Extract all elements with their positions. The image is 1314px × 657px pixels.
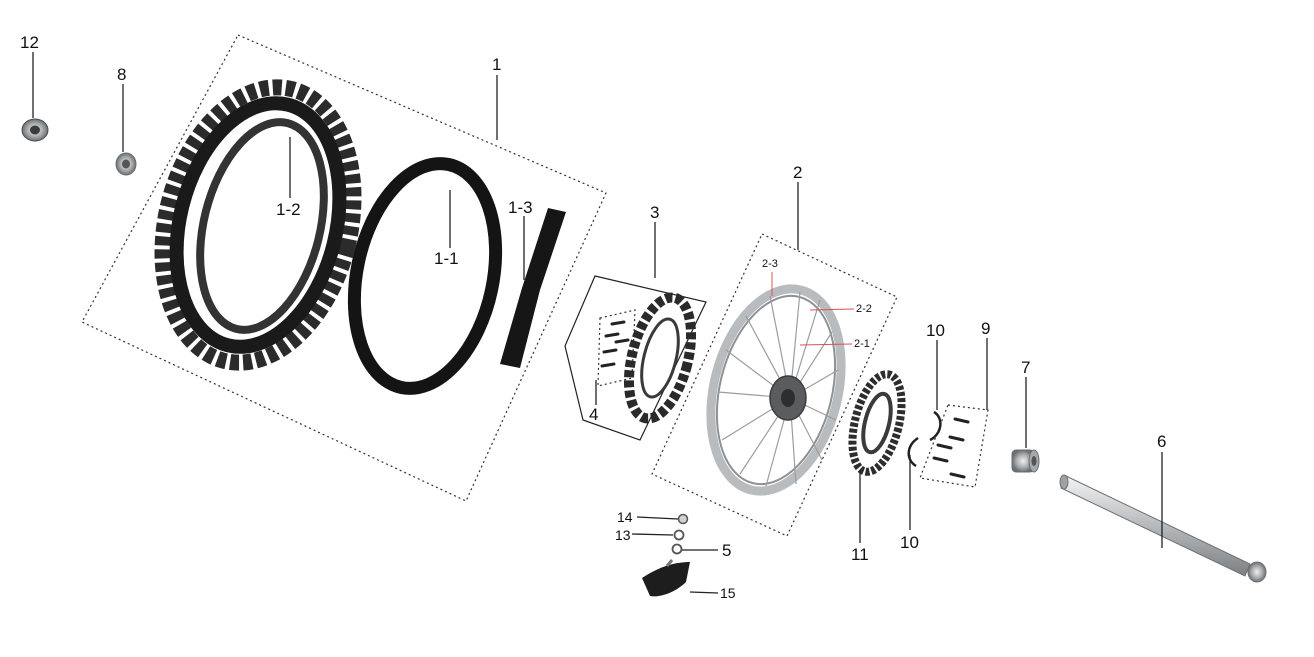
- circlip-part-10-lower: [907, 436, 919, 468]
- label-part-7: 7: [1021, 358, 1030, 377]
- part-labels: 12 8 1 1-2 1-1 1-3 3 4 2 2-3 2-2 2-1 10 …: [20, 33, 1166, 601]
- label-part-8: 8: [117, 65, 126, 84]
- spacer-part-8: [115, 152, 137, 176]
- label-part-12: 12: [20, 33, 39, 52]
- label-part-9: 9: [981, 319, 990, 338]
- label-part-3: 3: [650, 203, 659, 222]
- label-part-15: 15: [720, 585, 736, 601]
- axle-part-6: [1059, 474, 1267, 583]
- label-part-5: 5: [722, 541, 731, 560]
- leader-lines: [32, 52, 1163, 594]
- rim-lock-part-15: [642, 559, 690, 597]
- label-part-6: 6: [1157, 432, 1166, 451]
- tire-part-1-2: [154, 79, 362, 371]
- sprocket-part-11: [848, 370, 906, 476]
- spacer-part-7: [1011, 449, 1040, 473]
- group-box-9: [919, 404, 989, 488]
- valve-nut-part-14: [677, 513, 689, 525]
- label-part-10-lower: 10: [900, 533, 919, 552]
- axle-nut-part-12: [21, 118, 49, 142]
- sprocket-bolts-part-9: [932, 417, 970, 479]
- label-part-2: 2: [793, 163, 802, 182]
- spoked-wheel-part-2: [706, 284, 846, 496]
- valve-ring-part-5: [671, 543, 683, 555]
- label-part-1-1: 1-1: [434, 249, 459, 268]
- valve-washer-part-13: [673, 529, 685, 541]
- rim-band-part-1-3: [500, 208, 566, 368]
- label-part-14: 14: [617, 509, 633, 525]
- label-part-2-2: 2-2: [856, 303, 872, 315]
- group-box-3: [564, 275, 707, 441]
- group-box-4: [597, 309, 636, 387]
- disc-bolts-part-4: [600, 320, 630, 368]
- circlip-part-10-upper: [929, 410, 942, 442]
- label-part-1: 1: [492, 55, 501, 74]
- label-part-1-2: 1-2: [276, 200, 301, 219]
- label-part-11: 11: [851, 545, 869, 564]
- label-part-13: 13: [615, 527, 631, 543]
- label-part-10-upper: 10: [926, 321, 945, 340]
- group-box-1: [81, 34, 607, 502]
- label-part-4: 4: [589, 405, 598, 424]
- label-part-1-3: 1-3: [508, 198, 533, 217]
- label-part-2-3: 2-3: [762, 258, 778, 270]
- inner-tube-part-1-1: [347, 157, 503, 395]
- label-part-2-1: 2-1: [854, 338, 870, 350]
- brake-disc-part-3: [623, 292, 697, 424]
